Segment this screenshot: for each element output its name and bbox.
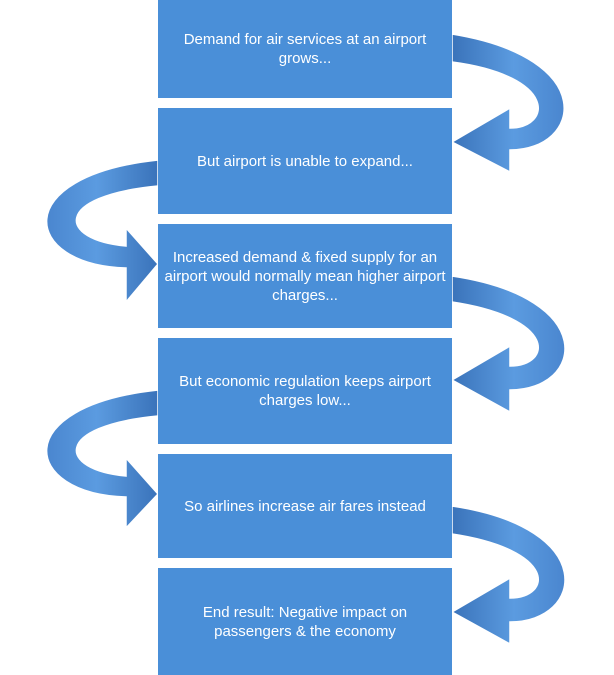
- step-3-box: Increased demand & fixed supply for an a…: [158, 224, 452, 328]
- curved-arrow-icon: [45, 389, 160, 530]
- curved-arrow-icon: [450, 505, 566, 646]
- curved-arrow-icon: [450, 33, 565, 174]
- curved-arrow-icon: [45, 159, 159, 305]
- step-3-text: Increased demand & fixed supply for an a…: [164, 248, 446, 304]
- step-4-text: But economic regulation keeps airport ch…: [179, 373, 431, 409]
- step-2-box: But airport is unable to expand...: [158, 108, 452, 214]
- step-6-text: End result: Negative impact on passenger…: [202, 603, 408, 640]
- step-2-text: But airport is unable to expand...: [197, 152, 413, 170]
- step-1-text: Demand for air services at an airport gr…: [183, 31, 427, 67]
- step-6-box: End result: Negative impact on passenger…: [158, 568, 452, 675]
- step-4-box: But economic regulation keeps airport ch…: [158, 338, 452, 444]
- curved-arrow-icon: [450, 275, 566, 414]
- step-1-box: Demand for air services at an airport gr…: [158, 0, 452, 98]
- step-5-text: So airlines increase air fares instead: [184, 497, 426, 515]
- step-5-box: So airlines increase air fares instead: [158, 454, 452, 558]
